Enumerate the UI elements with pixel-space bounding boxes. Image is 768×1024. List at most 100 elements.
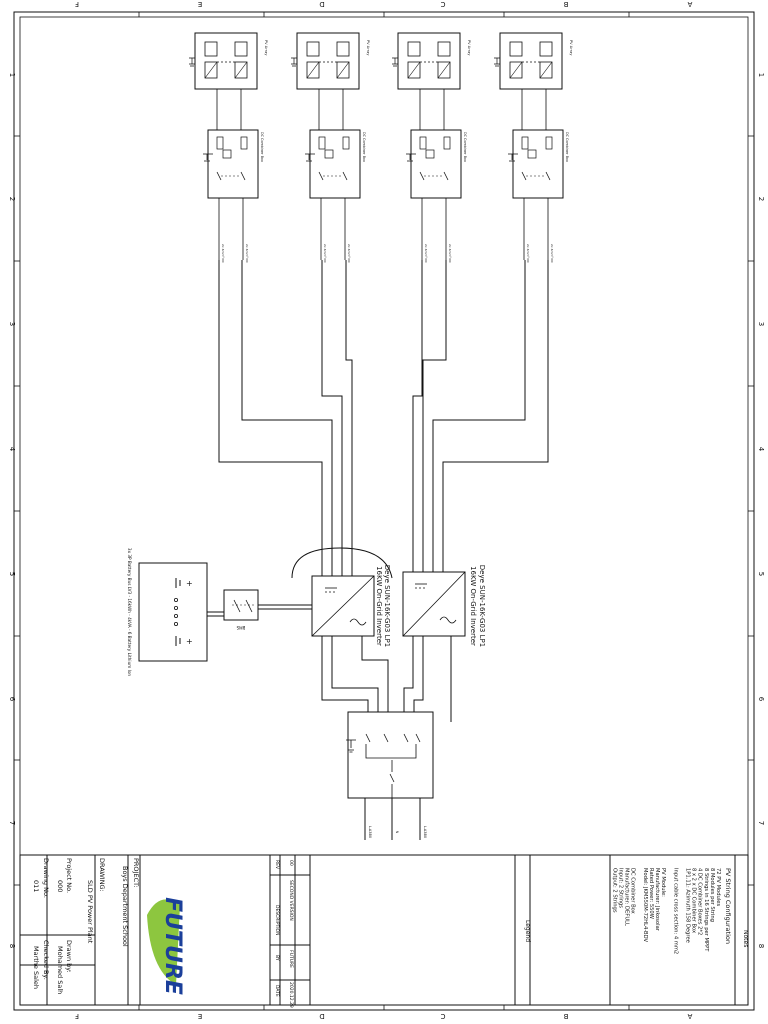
- row-number-right: 5: [757, 572, 765, 576]
- inverter-1: [311, 575, 375, 637]
- ac-combiner-box-frame: [347, 711, 434, 799]
- title-block: [19, 854, 749, 1006]
- notes-line: 8 Strings in 16 Strings per MPPT: [703, 868, 709, 952]
- col-letter-top: B: [563, 0, 568, 8]
- dc-combiner-box: [207, 129, 259, 199]
- revision-date: 2020.12.29: [288, 982, 294, 1008]
- pv-string-groups: PV Array DC Combiner Box 2x 4mm² DC 2x 4mm²…: [189, 32, 573, 263]
- fuse-symbol: [521, 136, 529, 150]
- drawing-no: 011: [32, 880, 40, 892]
- battery-link-arch: [291, 547, 393, 579]
- col-letter-bottom: F: [75, 1012, 79, 1020]
- pv-module-symbol: [336, 61, 350, 79]
- col-letter-top: A: [687, 0, 692, 8]
- project-no: 000: [56, 880, 64, 892]
- dc-combiner-caption: DC Combiner Box: [565, 132, 569, 162]
- dc-combiner-box: [410, 129, 462, 199]
- pv-module-symbol: [204, 41, 218, 57]
- notes-line: Manufacturer: Jinkosolar: [654, 868, 660, 932]
- ac-cables: [321, 636, 452, 722]
- dc-combiner-caption: DC Combiner Box: [463, 132, 467, 162]
- title-block-frame: [19, 854, 749, 1006]
- dc-isolator: [318, 171, 324, 181]
- drawn-by-label: Drawn by:: [65, 940, 73, 973]
- legend-title: Legend: [524, 920, 531, 942]
- dc-combiner-box: [309, 129, 361, 199]
- project-name: Boys Department School: [121, 866, 129, 947]
- dc-cable-label: 2x 4mm² DC: [221, 244, 225, 263]
- notes-line: PV Module:: [660, 868, 666, 897]
- bms-breaker: [207, 589, 312, 621]
- dc-combiner-caption: DC Combiner Box: [362, 132, 366, 162]
- inverter-1-label: Deye SUN-16K-G03 LP1: [383, 565, 391, 647]
- notes-line: 8 x 2 x DC Combiner Box: [691, 868, 697, 933]
- col-letter-top: F: [75, 0, 79, 8]
- dc-cable-label: 2x 4mm² DC: [424, 244, 428, 263]
- battery-box: [138, 562, 208, 662]
- row-number-left: 4: [8, 447, 16, 452]
- pv-module-symbol: [509, 61, 523, 79]
- dc-combiner-caption: DC Combiner Box: [260, 132, 264, 162]
- pv-array-box: [397, 32, 461, 90]
- row-number-left: 5: [8, 572, 16, 576]
- row-number-right: 7: [757, 821, 765, 825]
- fuse-symbol: [318, 136, 326, 150]
- col-letter-top: E: [198, 0, 202, 8]
- dc-cable-label: 2x 4mm² DC: [448, 244, 452, 263]
- inverter-2-diagonal: [402, 571, 466, 637]
- battery-plus-sign: +: [186, 579, 193, 588]
- col-letter-bottom: A: [687, 1012, 692, 1020]
- col-letter-bottom: E: [198, 1012, 202, 1020]
- dc-isolator: [342, 171, 348, 181]
- dc-cable-label: 2x 4mm² DC: [526, 244, 530, 263]
- pv-module-symbol: [509, 41, 523, 57]
- battery-caption: 3x 3P Battery Bus LV3 - 16kWh - 4kVA - 6…: [127, 548, 132, 677]
- notes-line: Input cable cross section: 4 mm2: [672, 868, 678, 954]
- dc-cable-label: 2x 4mm² DC: [245, 244, 249, 263]
- fuse-symbol: [240, 136, 248, 150]
- future-logo-text: FUTURE: [160, 897, 185, 995]
- pv-module-symbol: [407, 61, 421, 79]
- revision-header-date: DATE: [274, 985, 280, 997]
- project-no-label: Project No.: [65, 858, 73, 893]
- frame-row-numbers: 1 2 3 4 5 6 7 8 1 2 3 4 5 6 7 8: [8, 73, 765, 948]
- dc-cable-label: 2x 4mm² DC: [550, 244, 554, 263]
- fuse-symbol: [443, 136, 451, 150]
- ac-output-label: N: [395, 831, 399, 834]
- inverter-2-ac-symbol: [439, 616, 457, 624]
- col-letter-bottom: D: [319, 1012, 324, 1020]
- ac-output-cables: [364, 798, 421, 840]
- notes-line: 72 PV Modules: [715, 868, 721, 906]
- pv-array-caption: PV Array: [569, 40, 573, 56]
- dc-cable-label: 2x 4mm² DC: [323, 244, 327, 263]
- drawing-no-label: Drawing No.: [42, 858, 50, 898]
- dc-isolator: [240, 171, 246, 181]
- pv-module-symbol: [234, 61, 248, 79]
- notes-line: Model: JKM550M-72HL4-BDV: [642, 868, 648, 942]
- future-logo-swoosh: [147, 899, 180, 985]
- revision-header-desc: DESCRIPTION: [274, 905, 280, 935]
- inverter-2-box: [402, 571, 466, 637]
- pv-array-caption: PV Array: [467, 40, 471, 56]
- pv-array-box: [499, 32, 563, 90]
- fuse-symbol: [545, 136, 553, 150]
- ac-combiner-box: [346, 711, 434, 799]
- surge-protector: [324, 149, 334, 159]
- checked-by-label: Checked By:: [42, 940, 50, 980]
- revision-by: FUTURE: [288, 950, 294, 968]
- battery: [138, 562, 208, 662]
- pv-module-symbol: [539, 61, 553, 79]
- pv-module-symbol: [437, 61, 451, 79]
- drawn-by: Mohamed Salh: [56, 946, 64, 994]
- bms-breaker-label: BMS: [236, 625, 245, 630]
- pv-array-box: [296, 32, 360, 90]
- dc-isolator: [545, 171, 551, 181]
- notes-line: 1P1.11: Azimuth 158 Degree: [685, 868, 691, 943]
- inverter-1-ac-symbol: [349, 618, 367, 626]
- dc-combiner-box: [512, 129, 564, 199]
- row-number-left: 6: [8, 697, 16, 702]
- revision-desc: SECOND VERSION: [288, 880, 294, 921]
- inverter-2-label: Deye SUN-16K-G03 LP1: [478, 565, 486, 647]
